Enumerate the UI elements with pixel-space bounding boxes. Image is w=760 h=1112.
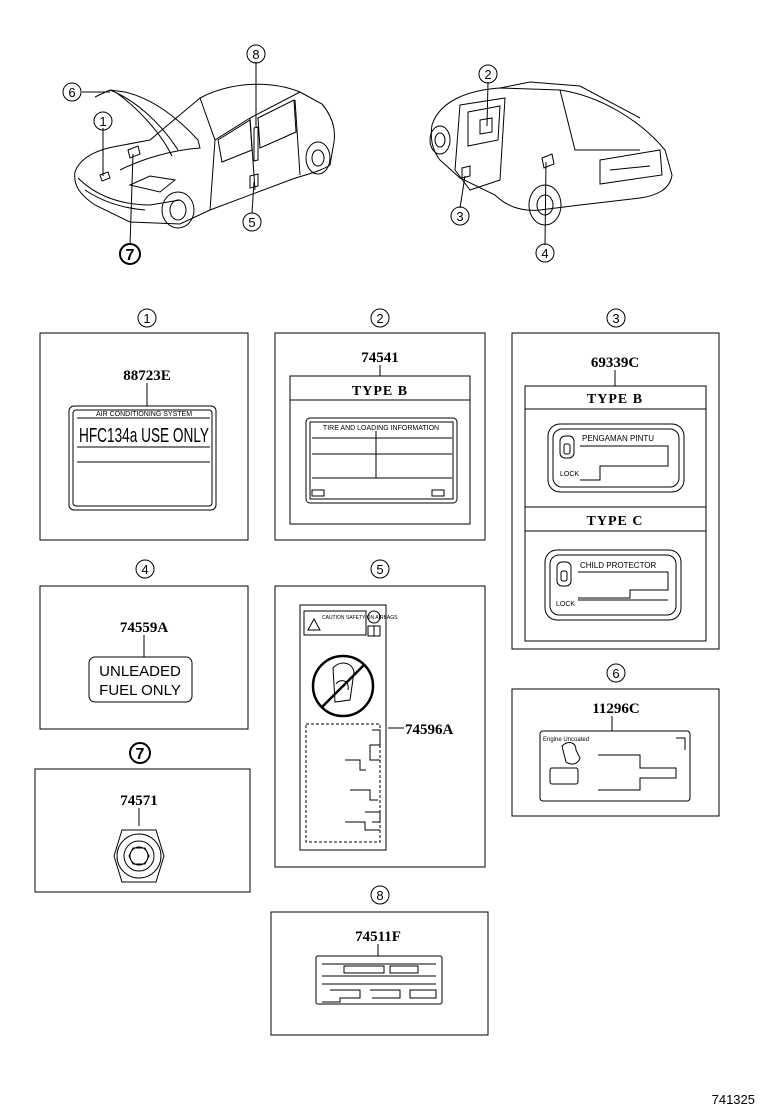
panel-1-label-drawing [68,383,217,511]
callout-numbers: 6 1 7 8 5 2 3 4 1 2 3 4 5 6 7 8 [68,47,619,903]
panel-6-callout: 6 [612,666,619,681]
panel-6-label-drawing [539,716,691,802]
panel-3-type-b: TYPE B [587,392,643,407]
callout-5: 5 [248,215,255,230]
panel-3-label-drawing [524,370,707,642]
part-number-74596a: 74596A [405,722,454,738]
panel-2-label-title: TIRE AND LOADING INFORMATION [323,425,439,432]
panel-8-label-drawing [315,944,443,1005]
callout-1: 1 [99,114,106,129]
callout-8: 8 [252,47,259,62]
panel-8-callout: 8 [376,888,383,903]
panel-3-lock-b: LOCK [560,471,579,478]
callout-circles-top [62,44,555,265]
panel-1-frame [39,332,249,541]
panel-6-engine-label: Engine Uncoated [543,737,589,743]
panel-2-type: TYPE B [352,384,408,399]
callout-4: 4 [541,246,548,261]
panel-4-line-2: FUEL ONLY [99,682,181,699]
panel-3-callout: 3 [612,311,619,326]
part-number-88723e: 88723E [123,368,171,384]
panel-3-lock-c: LOCK [556,601,575,608]
callout-3: 3 [456,209,463,224]
panel-3-frame [511,332,720,650]
panel-4-label-drawing [88,635,193,703]
panel-6-frame [511,688,720,817]
panel-3-type-c-text: CHILD PROTECTOR [580,561,657,570]
rear-car-illustration [429,81,673,226]
panel-3-type-b-text: PENGAMAN PINTU [582,434,654,443]
panel-callout-circles [129,308,626,905]
panel-5-caution: CAUTION SAFETY ON AIRBAGS [322,615,398,621]
part-numbers: 88723E 74541 69339C 74559A 74596A 11296C… [120,350,640,945]
panel-1-main-text: HFC134a USE ONLY [79,425,209,447]
panel-7-frame [34,768,251,893]
callout-leaders [82,62,547,246]
panel-2-callout: 2 [376,311,383,326]
panel-1-callout: 1 [143,311,150,326]
panel-3-type-c: TYPE C [587,514,644,529]
callout-6: 6 [68,85,75,100]
callout-7: 7 [126,247,135,264]
panel-7-nut-drawing [113,808,165,883]
part-number-74511f: 74511F [355,929,401,945]
figure-number: 741325 [712,1092,755,1107]
callout-2: 2 [484,67,491,82]
part-number-74559a: 74559A [120,620,169,636]
part-number-69339c: 69339C [591,355,639,371]
front-car-illustration [74,83,335,229]
part-number-74571: 74571 [120,793,158,809]
panel-5-callout: 5 [376,562,383,577]
panel-8-frame [270,911,489,1036]
panel-5-frame [274,585,486,868]
panel-4-frame [39,585,249,730]
panel-1-title: AIR CONDITIONING SYSTEM [96,411,192,418]
panel-2-frame [274,332,486,541]
part-number-11296c: 11296C [592,701,640,717]
panel-4-callout: 4 [141,562,148,577]
panel-7-callout: 7 [136,746,145,763]
part-number-74541: 74541 [361,350,399,366]
panel-5-label-drawing [299,604,404,851]
label-texts: AIR CONDITIONING SYSTEM HFC134a USE ONLY… [79,384,657,743]
panel-2-label-drawing [289,365,471,525]
panel-4-line-1: UNLEADED [99,663,181,680]
